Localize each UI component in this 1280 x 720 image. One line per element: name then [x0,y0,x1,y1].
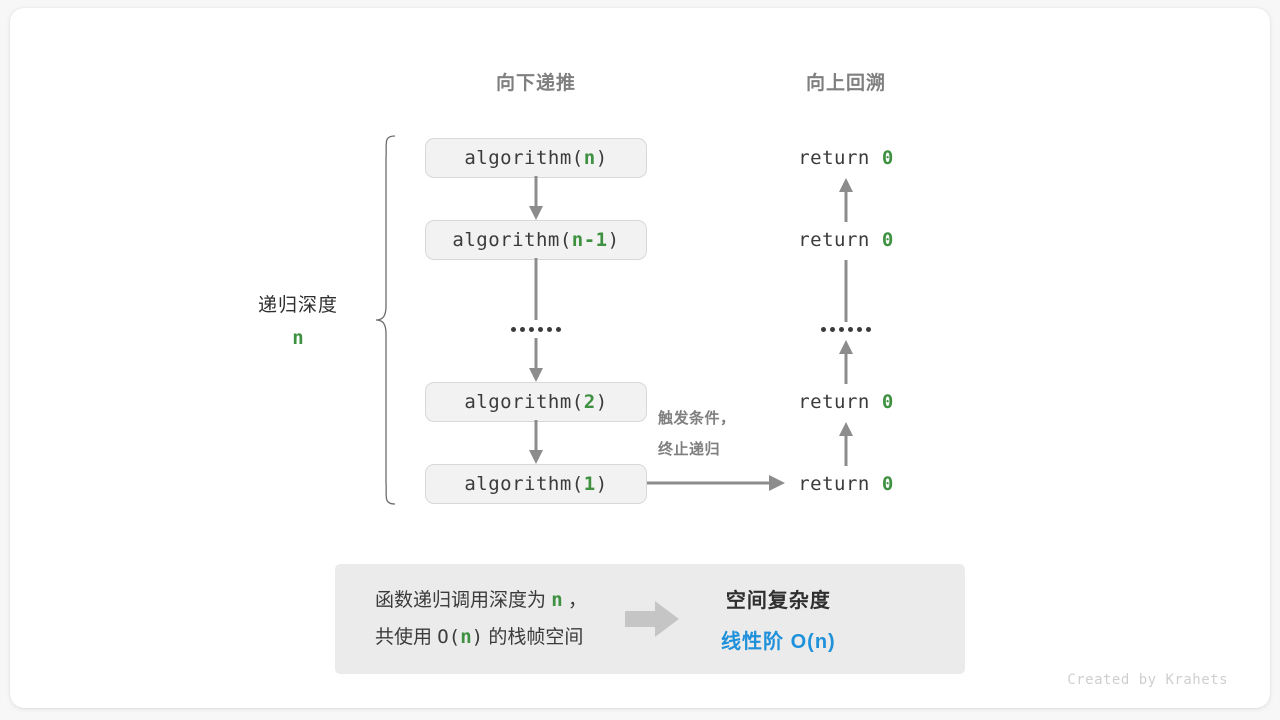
summary-line-2: 共使用 O(n) 的栈帧空间 [375,619,587,656]
call-box-suffix: ) [595,147,608,169]
dot [839,327,844,332]
depth-brace-icon [375,135,396,505]
arrow-up-icon [844,260,848,322]
diagram-card: 向下递推 向上回溯 algorithm(n) algorithm(n-1) al… [10,8,1270,708]
terminate-note-line2: 终止递归 [658,441,721,458]
call-box: algorithm(2) [425,382,647,422]
complexity-title: 空间复杂度 [725,590,831,612]
summary-line1-text-a: 函数递归调用深度为 [375,590,547,611]
summary-line2-text-a: 共使用 [375,627,433,648]
summary-line2-bigo-close: ) [471,626,484,648]
return-value: 0 [881,229,894,251]
dot [556,327,561,332]
dot [547,327,552,332]
watermark: Created by Krahets [1067,672,1228,688]
call-box-prefix: algorithm( [464,473,584,495]
call-box-arg: n [583,147,596,169]
summary-line2-bigo-open: O( [437,626,461,648]
call-box-suffix: ) [607,229,620,251]
arrow-down-icon [529,420,543,464]
summary-description: 函数递归调用深度为 n ， 共使用 O(n) 的栈帧空间 [375,582,587,656]
arrow-up-icon [839,422,853,466]
column-heading-recurse-down: 向下递推 [495,73,577,94]
summary-panel: 函数递归调用深度为 n ， 共使用 O(n) 的栈帧空间 空间复杂度 线性阶 O… [335,564,965,674]
return-statement: return 0 [798,147,894,169]
terminate-condition-note: 触发条件， 终止递归 [658,403,736,465]
ellipsis-dots-right [821,327,871,332]
dot [511,327,516,332]
call-box-arg: 2 [583,391,596,413]
call-box: algorithm(1) [425,464,647,504]
dot [520,327,525,332]
call-box-prefix: algorithm( [452,229,572,251]
summary-line-1: 函数递归调用深度为 n ， [375,582,587,619]
terminate-note-line1: 触发条件， [658,410,736,427]
recursion-depth-label: 递归深度 n [258,290,338,349]
return-keyword: return [798,229,870,251]
arrow-down-icon [534,258,538,320]
summary-conclusion: 空间复杂度 线性阶 O(n) [721,584,836,654]
dot [529,327,534,332]
summary-line1-n: n [551,589,563,611]
arrow-right-block-icon [625,601,680,637]
call-box-suffix: ) [595,391,608,413]
call-box-suffix: ) [595,473,608,495]
return-value: 0 [881,147,894,169]
dot [830,327,835,332]
arrow-up-icon [839,178,853,222]
column-heading-backtrack-up: 向上回溯 [805,73,887,94]
call-box: algorithm(n-1) [425,220,647,260]
complexity-value: 线性阶 O(n) [721,631,836,653]
return-keyword: return [798,391,870,413]
return-value: 0 [881,473,894,495]
summary-line2-n: n [460,626,472,648]
recursion-depth-text: 递归深度 [257,295,339,316]
ellipsis-dots-left [511,327,561,332]
call-box-prefix: algorithm( [464,391,584,413]
arrow-down-icon [529,176,543,220]
call-box-arg: n-1 [571,229,608,251]
dot [857,327,862,332]
arrow-right-icon [647,475,785,491]
return-keyword: return [798,147,870,169]
dot [538,327,543,332]
summary-line2-text-b: 的栈帧空间 [488,627,584,648]
dot [821,327,826,332]
return-statement: return 0 [798,229,894,251]
return-keyword: return [798,473,870,495]
dot [866,327,871,332]
call-box: algorithm(n) [425,138,647,178]
return-statement: return 0 [798,473,894,495]
return-statement: return 0 [798,391,894,413]
dot [848,327,853,332]
recursion-depth-value: n [292,327,304,349]
call-box-prefix: algorithm( [464,147,584,169]
summary-line1-text-b: ， [568,590,588,611]
return-value: 0 [881,391,894,413]
arrow-down-icon [529,338,543,382]
call-box-arg: 1 [583,473,596,495]
arrow-up-icon [839,340,853,384]
